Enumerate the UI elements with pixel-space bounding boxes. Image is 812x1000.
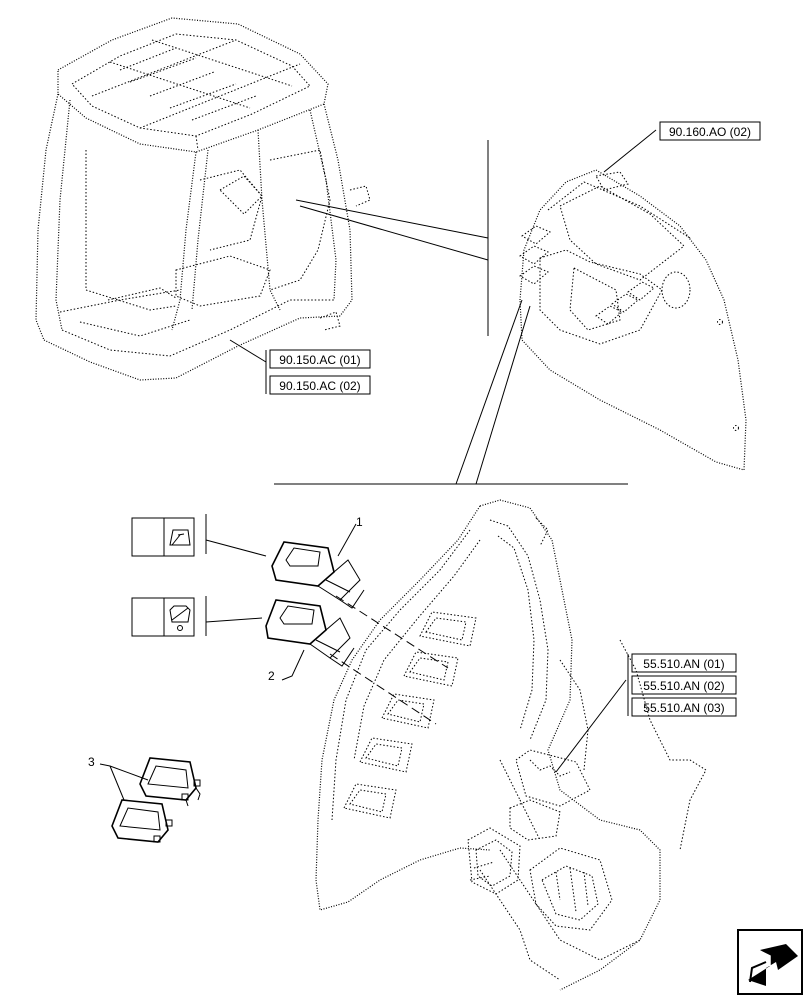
switch-1[interactable] <box>271 541 365 609</box>
ref-wiring-2[interactable]: 55.510.AN (02) <box>643 679 724 693</box>
blank-cover-a[interactable] <box>139 757 201 807</box>
ref-box-wiring-1[interactable] <box>631 653 737 673</box>
wiper-front-icon <box>169 529 191 546</box>
switch-1-symbol <box>131 514 267 557</box>
wiper-rear-icon <box>169 605 191 631</box>
ref-box-wiring-2[interactable] <box>631 675 737 695</box>
ref-cab-2[interactable]: 90.150.AC (02) <box>279 379 360 393</box>
ref-box-cab-2[interactable] <box>269 375 371 395</box>
ref-console[interactable]: 90.160.AO (02) <box>669 125 751 139</box>
next-page-arrow-icon[interactable] <box>737 929 803 995</box>
callout-3[interactable]: 3 <box>88 755 95 769</box>
switch-2[interactable] <box>265 599 355 667</box>
callout-2[interactable]: 2 <box>268 669 275 683</box>
ref-box-wiring-3[interactable] <box>631 697 737 717</box>
ref-box-cab-1[interactable] <box>269 349 371 369</box>
cab-reference-group: 90.150.AC (01) 90.150.AC (02) <box>265 349 371 395</box>
ref-cab-1[interactable]: 90.150.AC (01) <box>279 353 360 367</box>
switch-2-symbol <box>131 596 263 637</box>
ref-wiring-1[interactable]: 55.510.AN (01) <box>643 657 724 671</box>
cab-frame <box>35 17 371 381</box>
console-detail <box>315 499 707 991</box>
blank-cover-b[interactable] <box>111 799 173 843</box>
ref-box-console[interactable] <box>659 121 761 141</box>
side-console <box>519 169 747 471</box>
wiring-reference-group: 55.510.AN (01) 55.510.AN (02) 55.510.AN … <box>631 653 737 717</box>
callout-1[interactable]: 1 <box>356 515 363 529</box>
ref-wiring-3[interactable]: 55.510.AN (03) <box>643 701 724 715</box>
